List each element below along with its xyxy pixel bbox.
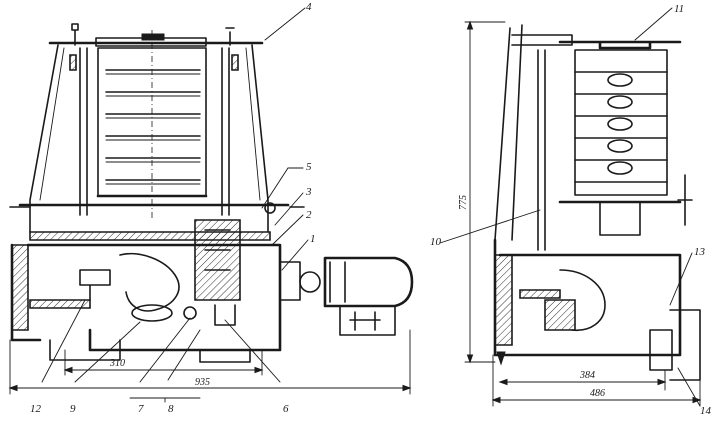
leaders-right (439, 7, 701, 407)
dimensions-left (8, 329, 412, 395)
label-12: 12 (30, 403, 42, 415)
label-7: 7 (138, 403, 144, 415)
label-10: 10 (430, 236, 442, 248)
sieve-trays-left (105, 69, 201, 185)
label-11: 11 (674, 3, 684, 15)
part-labels: 4 5 3 2 1 12 9 7 8 6 11 10 13 14 (30, 1, 712, 417)
right-view (439, 7, 702, 407)
label-6: 6 (283, 403, 289, 415)
label-1: 1 (310, 233, 316, 245)
dimension-texts: 310 935 384 486 775 (109, 195, 605, 399)
dim-right-overall: 486 (590, 388, 605, 399)
label-3: 3 (305, 186, 312, 198)
dim-left-inner: 310 (109, 358, 125, 369)
label-5: 5 (306, 161, 312, 173)
dim-left-overall: 935 (195, 377, 210, 388)
label-4: 4 (306, 1, 312, 13)
label-8: 8 (168, 403, 174, 415)
label-14: 14 (700, 405, 712, 417)
dim-right-height: 775 (458, 195, 469, 210)
left-view (8, 7, 414, 403)
dimensions-right (464, 20, 702, 407)
label-9: 9 (70, 403, 76, 415)
dim-right-inner: 384 (579, 370, 595, 381)
label-13: 13 (694, 246, 706, 258)
sieve-trays-right (574, 71, 668, 183)
leaders-left (41, 7, 309, 403)
label-2: 2 (306, 209, 312, 221)
motor (279, 256, 414, 336)
